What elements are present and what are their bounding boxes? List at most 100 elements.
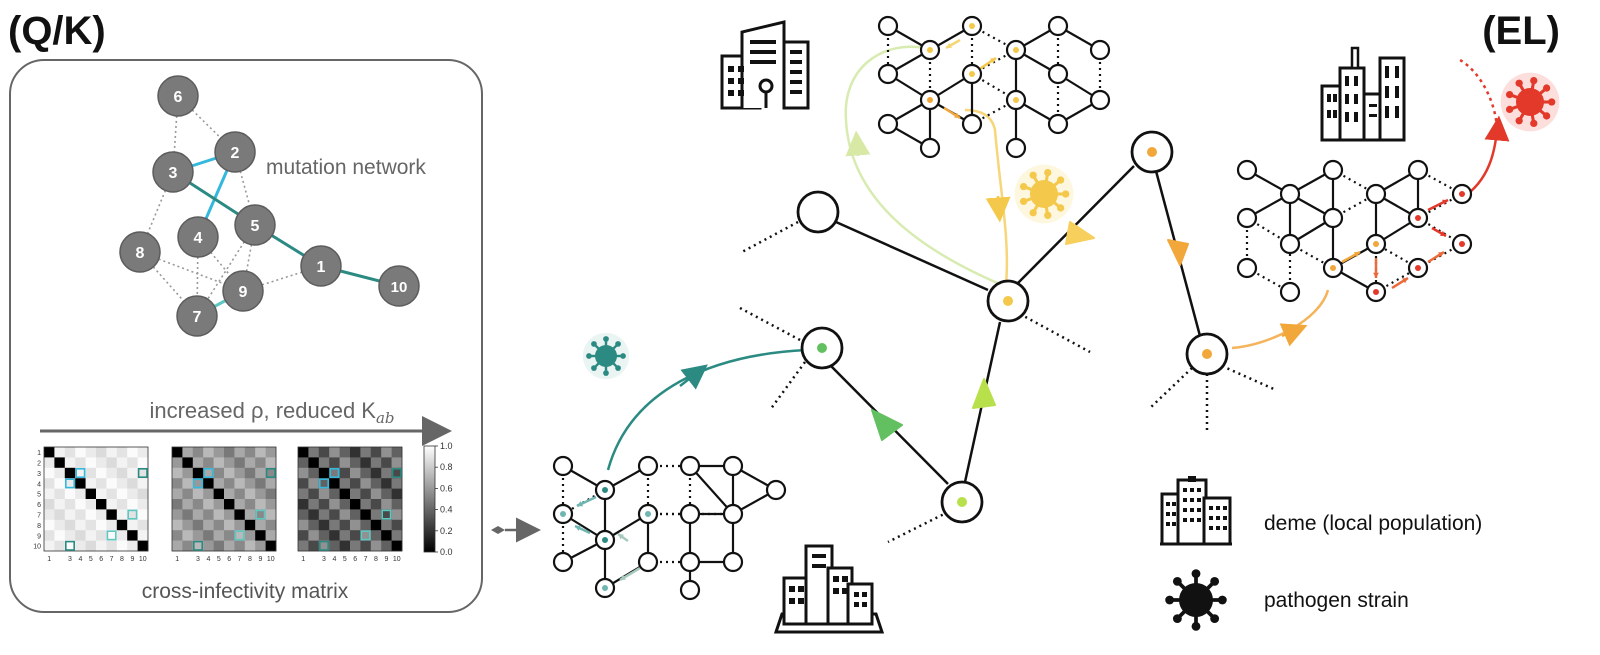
matrix-cell xyxy=(318,509,330,521)
panel-label-el: (EL) xyxy=(1482,9,1560,53)
matrix-col-tick: 8 xyxy=(248,556,252,563)
network-node-5: 5 xyxy=(234,204,276,246)
matrix-cell xyxy=(255,519,266,531)
matrix-cell xyxy=(224,467,235,479)
building-icon xyxy=(773,544,885,634)
deme-network-node xyxy=(1089,39,1111,61)
matrix-cell xyxy=(116,488,128,500)
matrix-cell xyxy=(265,447,277,458)
colorbar xyxy=(423,445,436,553)
matrix-cell xyxy=(370,457,382,469)
matrix-cell xyxy=(265,519,277,531)
matrix-cell xyxy=(339,467,351,479)
matrix-cell xyxy=(391,530,403,541)
matrix-cell xyxy=(96,467,107,479)
legend: deme (local population) pathogen strain xyxy=(1160,476,1482,612)
highlight-cell xyxy=(137,467,148,478)
matrix-cell xyxy=(203,530,214,541)
svg-text:10: 10 xyxy=(391,279,408,296)
matrix-cell xyxy=(96,447,107,458)
matrix-cell xyxy=(308,467,320,479)
network-node-3: 3 xyxy=(152,151,194,193)
matrix-cell xyxy=(127,457,138,469)
matrix-cell xyxy=(329,447,340,458)
matrix-col-tick: 3 xyxy=(68,556,72,563)
matrix-cell xyxy=(339,499,351,510)
matrix-cell xyxy=(54,488,66,500)
matrix-cell xyxy=(244,457,256,469)
matrix-cell xyxy=(318,447,330,458)
matrix-col-tick: 9 xyxy=(384,556,388,563)
matrix-cell xyxy=(182,530,194,541)
deme-network-node xyxy=(679,455,701,477)
matrix-cell xyxy=(137,478,149,489)
deme-network-node xyxy=(1047,63,1069,85)
matrix-cell xyxy=(329,519,340,531)
matrix-cell xyxy=(192,509,204,521)
mutation-network-edges xyxy=(139,95,400,318)
matrix-cell xyxy=(106,488,118,500)
highlight-cell xyxy=(255,509,266,520)
landscape-nodes xyxy=(796,130,1229,524)
matrix-col-tick: 5 xyxy=(217,556,221,563)
matrix-cell xyxy=(44,488,55,500)
matrix-cell xyxy=(106,499,118,510)
matrix-cell xyxy=(192,488,204,500)
deme-network-node xyxy=(1047,113,1069,135)
colorbar-tick: 0.2 xyxy=(440,526,453,536)
matrix-cell xyxy=(64,509,76,521)
matrix-cell xyxy=(360,447,372,458)
matrix-cell xyxy=(339,447,351,458)
matrix-cell xyxy=(106,467,118,479)
matrix-cell xyxy=(318,467,330,479)
matrix-cell xyxy=(64,540,76,552)
matrix-cell xyxy=(265,478,277,489)
matrix-cell xyxy=(137,499,149,510)
matrix-cell xyxy=(224,519,235,531)
matrix-cell xyxy=(116,509,128,521)
deme-network-node xyxy=(1322,159,1344,181)
matrix-row-tick: 2 xyxy=(37,461,41,468)
matrix-cell xyxy=(75,488,86,500)
matrix-cell xyxy=(182,457,194,469)
matrix-cell xyxy=(244,467,256,479)
matrix-cell xyxy=(127,467,138,479)
highlight-cell xyxy=(329,467,340,478)
matrix-cell xyxy=(172,499,183,510)
colorbar-ticks: 1.00.80.60.40.20.0 xyxy=(435,441,453,557)
matrix-cell xyxy=(116,467,128,479)
matrix-cell xyxy=(137,447,149,458)
matrix-cell xyxy=(203,457,214,469)
matrix-cell xyxy=(255,540,266,552)
matrix-cell xyxy=(350,457,361,469)
highlight-cell xyxy=(360,530,371,541)
deme-network-node xyxy=(1279,281,1301,303)
matrix-cell xyxy=(350,488,361,500)
matrix-cell xyxy=(203,447,214,458)
matrix-cell xyxy=(391,509,403,521)
matrix-cell xyxy=(54,499,66,510)
matrix-cell xyxy=(370,499,382,510)
matrix-cell xyxy=(85,540,97,552)
mutation-network-nodes: 6 2 3 5 4 8 1 10 xyxy=(119,75,420,337)
matrix-cell xyxy=(244,447,256,458)
matrix-cell xyxy=(318,478,330,489)
matrix-cell xyxy=(265,509,277,521)
legend-strain-label: pathogen strain xyxy=(1264,589,1409,612)
matrix-cell xyxy=(298,488,309,500)
matrix-cell xyxy=(127,509,138,521)
matrix-cell xyxy=(172,488,183,500)
matrix-cell xyxy=(213,488,225,500)
matrix-cell xyxy=(339,519,351,531)
matrix-cell xyxy=(265,488,277,500)
matrix-cell xyxy=(308,540,320,552)
matrix-cell xyxy=(318,540,330,552)
network-node-1: 1 xyxy=(300,245,342,287)
matrix-col-tick: 4 xyxy=(332,556,336,563)
virus-icon-teal xyxy=(582,332,630,380)
matrix-cell xyxy=(298,467,309,479)
matrix-cell xyxy=(381,499,392,510)
svg-text:2: 2 xyxy=(231,145,240,162)
matrix-cell xyxy=(234,499,246,510)
